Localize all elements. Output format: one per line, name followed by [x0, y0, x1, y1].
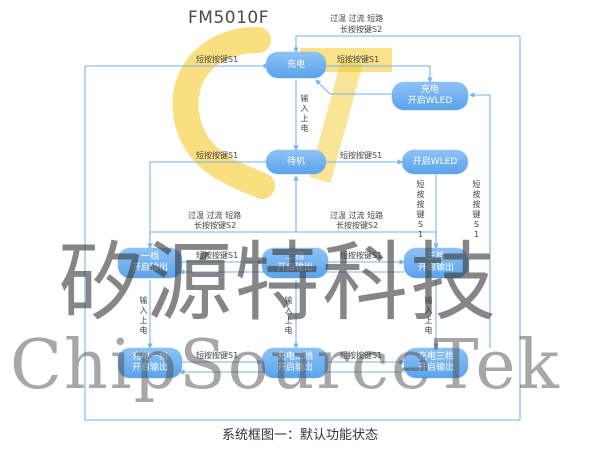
label-fault-top-1: 过温 过流 短路	[330, 14, 384, 23]
line-right-up	[469, 92, 491, 348]
node-standby: 待机	[266, 150, 326, 174]
label-input-power-center: 输入上电	[300, 94, 309, 133]
label-input-power-left: 输入上电	[139, 296, 148, 335]
label-s1-vertical-mid: 短按按键S1	[416, 180, 425, 239]
label-s1-charge-right: 短按按键S1	[337, 55, 380, 64]
node-out2: 二档 开启输出	[262, 248, 328, 278]
label-s1-vertical-right: 短按按键S1	[472, 180, 481, 239]
node-charge-out2: 充电二档 开启输出	[262, 348, 328, 378]
line-fault-right	[293, 175, 437, 244]
figure-caption: 系统框图一：默认功能状态	[221, 428, 378, 443]
node-charge-out2-line-2: 开启输出	[276, 363, 313, 373]
node-charge-out1-line-2: 开启输出	[131, 363, 168, 373]
node-out2-line-2: 开启输出	[276, 263, 313, 273]
node-out2-line-1: 二档	[285, 252, 304, 262]
label-s1-row-charge-right: 短按按键S1	[340, 351, 383, 360]
node-charge-out2-line-1: 充电二档	[276, 352, 313, 362]
label-input-power-right: 输入上电	[424, 296, 433, 335]
line-fault-left	[149, 231, 296, 244]
label-input-power-mid: 输入上电	[284, 296, 293, 335]
node-out3-line-2: 开启输出	[417, 263, 454, 273]
node-charge-wled-line-1: 充电	[420, 85, 439, 95]
label-s1-row-charge-left: 短按按键S1	[196, 351, 239, 360]
label-s1-charge-left: 短按按键S1	[196, 55, 239, 64]
line-top-frame	[293, 35, 520, 53]
node-charge-wled: 充电 开启WLED	[392, 82, 468, 110]
node-standby-line-1: 待机	[286, 156, 305, 167]
node-out1: 一档 开启输出	[118, 248, 182, 278]
label-s1-row-out-left: 短按按键S1	[196, 251, 239, 260]
node-charge-out1-line-1: 充电一档	[131, 352, 168, 362]
node-charge-wled-line-2: 开启WLED	[407, 96, 453, 106]
node-charge-line-1: 充电	[286, 59, 305, 70]
label-fault-right-2: 长按按键S2	[336, 221, 379, 230]
node-charge-out1: 充电一档 开启输出	[118, 348, 182, 378]
label-fault-left-2: 长按按键S2	[194, 221, 237, 230]
node-wled-on: 开启WLED	[402, 150, 468, 174]
node-charge-out3-line-1: 充电三档	[417, 352, 454, 362]
node-out1-line-2: 开启输出	[131, 263, 168, 273]
node-wled-on-line-1: 开启WLED	[412, 156, 458, 167]
label-s1-row-out-right: 短按按键S1	[340, 251, 383, 260]
diagram-title: FM5010F	[188, 8, 269, 28]
node-out1-line-1: 一档	[140, 252, 159, 262]
watermark-chinese: 矽源特科技	[58, 233, 498, 333]
line-chargewled-back	[315, 79, 392, 95]
label-fault-left-1: 过温 过流 短路	[188, 211, 242, 220]
logo-arc	[172, 27, 275, 199]
node-out3-line-1: 三档	[426, 252, 445, 262]
node-out3: 三档 开启输出	[404, 248, 468, 278]
line-standby-to-out1	[147, 161, 266, 249]
node-charge-out3: 充电三档 开启输出	[404, 348, 468, 378]
label-fault-right-1: 过温 过流 短路	[330, 211, 384, 220]
label-s1-standby-left: 短按按键S1	[196, 151, 239, 160]
label-fault-top-2: 长按按键S2	[340, 25, 383, 34]
line-right-frame	[84, 36, 521, 421]
line-charge-to-chargewled	[326, 65, 433, 83]
node-charge-out3-line-2: 开启输出	[417, 363, 454, 373]
watermark-english: ChipSourceTek	[10, 326, 561, 405]
node-charge: 充电	[266, 52, 326, 78]
label-s1-standby-right: 短按按键S1	[340, 151, 383, 160]
